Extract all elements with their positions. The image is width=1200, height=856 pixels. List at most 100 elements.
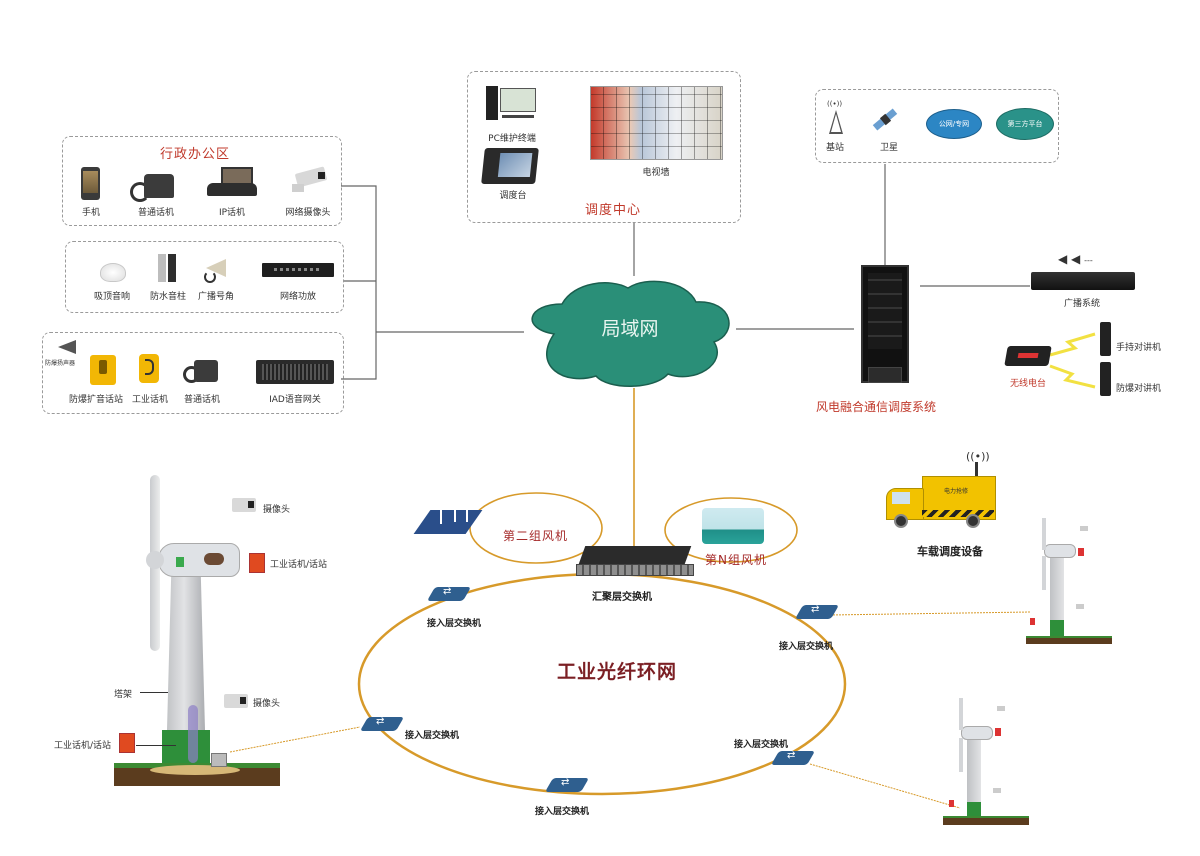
satellite-icon xyxy=(872,108,898,132)
ceiling-speaker-label: 吸顶音响 xyxy=(93,292,130,302)
tower-pointer-line xyxy=(140,692,168,693)
satellite-label: 卫星 xyxy=(879,143,898,153)
broadcast-host-icon xyxy=(1031,272,1135,290)
iad-gateway-label: IAD语音网关 xyxy=(269,395,321,405)
iad-gateway-icon xyxy=(256,360,334,384)
access-switch-icon-3[interactable] xyxy=(364,716,400,737)
access-switch-icon-5[interactable] xyxy=(549,777,585,798)
horn-speaker-label: 广播号角 xyxy=(197,292,234,302)
mobile-phone-label: 手机 xyxy=(81,208,100,218)
access-switch-label-1: 接入层交换机 xyxy=(427,619,482,629)
aggregation-switch-icon[interactable] xyxy=(576,546,694,580)
industrial-group-box xyxy=(42,332,344,414)
base-station-icon: ((•)) xyxy=(826,100,846,134)
broadcast-group-box xyxy=(65,241,344,313)
pc-terminal-label: PC维护终端 xyxy=(488,134,536,144)
waterproof-column-speaker-label: 防水音柱 xyxy=(149,292,186,302)
third-party-cloud-icon: 第三方平台 xyxy=(996,108,1054,140)
ip-phone-icon xyxy=(207,167,257,197)
access-switch-label-3: 接入层交换机 xyxy=(405,731,460,741)
left-turbine-link xyxy=(229,726,361,753)
explosion-proof-speaker-icon xyxy=(56,340,78,354)
group-two-label: 第二组风机 xyxy=(503,529,569,543)
right-turbine-link-1 xyxy=(829,611,1031,616)
admin-office-box xyxy=(62,136,342,226)
horn-speaker-icon xyxy=(202,255,228,283)
dispatch-console-icon xyxy=(481,148,539,184)
explosion-proof-radio-icon xyxy=(1100,362,1111,396)
admin-office-title: 行政办公区 xyxy=(160,147,231,162)
right-turbine-link-2 xyxy=(809,763,961,809)
radio-signal-2 xyxy=(1049,364,1096,389)
access-switch-icon-2[interactable] xyxy=(799,604,835,625)
turbine-bottom-phone-icon xyxy=(119,733,135,753)
desk-phone-icon xyxy=(130,172,176,202)
explosion-proof-speaker-label: 防爆扬声器 xyxy=(45,360,76,367)
network-camera-label: 网络摄像头 xyxy=(285,208,331,218)
turbine-top-phone-label: 工业话机/话站 xyxy=(270,560,328,570)
industrial-phone-icon xyxy=(139,354,159,383)
mobile-phone-icon xyxy=(81,167,100,200)
junction-box-icon xyxy=(211,753,227,767)
wind-turbine-small-2 xyxy=(943,694,1033,825)
dispatch-vehicle-icon: ((•)) 电力抢修 xyxy=(882,448,997,530)
desk-phone-label-2: 普通话机 xyxy=(183,395,220,405)
tower-label: 塔架 xyxy=(114,690,133,700)
access-switch-icon-4[interactable] xyxy=(775,750,811,771)
vehicle-body-text: 电力抢修 xyxy=(944,488,969,495)
lan-cloud-shape xyxy=(531,280,730,387)
handheld-radio-icon xyxy=(1100,322,1111,356)
dispatch-center-box xyxy=(467,71,741,223)
group-two-turbines-icon xyxy=(413,490,483,540)
radio-signal-1 xyxy=(1049,332,1096,357)
industrial-phone-label: 工业话机 xyxy=(131,395,168,405)
radio-station-label: 无线电台 xyxy=(1009,379,1046,389)
group-n-turbines-icon xyxy=(702,508,764,544)
explosion-proof-station-label: 防爆扩音话站 xyxy=(68,395,123,405)
group-two-ellipse xyxy=(469,492,603,564)
access-switch-icon-1[interactable] xyxy=(431,586,467,607)
dispatch-system-title: 风电融合通信调度系统 xyxy=(816,400,937,414)
vehicle-label: 车载调度设备 xyxy=(917,545,983,558)
turbine-bottom-camera-icon xyxy=(224,694,248,708)
public-network-cloud-icon: 公网/专网 xyxy=(926,109,982,139)
network-amplifier-icon xyxy=(262,263,334,277)
group-n-label: 第N组风机 xyxy=(705,553,767,567)
explosion-proof-station-icon xyxy=(90,355,116,385)
public-network-label: 公网/专网 xyxy=(938,120,970,128)
broadcast-speakers-icon: ◀ ◀ --- xyxy=(1058,252,1093,266)
desk-phone-icon-2 xyxy=(183,358,219,384)
network-camera-icon xyxy=(288,166,328,196)
aggregation-switch-label: 汇聚层交换机 xyxy=(592,592,652,603)
ceiling-speaker-icon xyxy=(100,263,126,282)
group-n-ellipse xyxy=(664,497,798,563)
video-wall-icon xyxy=(590,86,723,160)
explosion-proof-radio-label: 防爆对讲机 xyxy=(1116,384,1162,394)
access-switch-label-2: 接入层交换机 xyxy=(779,642,834,652)
broadcast-system-label: 广播系统 xyxy=(1063,299,1100,309)
third-party-label: 第三方平台 xyxy=(1007,120,1043,128)
desk-phone-label: 普通话机 xyxy=(137,208,174,218)
turbine-top-phone-icon xyxy=(249,553,265,573)
video-wall-label: 电视墙 xyxy=(642,168,670,178)
dispatch-console-label: 调度台 xyxy=(499,191,527,201)
access-switch-label-4: 接入层交换机 xyxy=(734,740,789,750)
handheld-radio-label: 手持对讲机 xyxy=(1116,343,1162,353)
lan-cloud: 局域网 xyxy=(524,276,736,388)
external-networks-box xyxy=(815,89,1059,163)
network-amplifier-label: 网络功放 xyxy=(279,292,316,302)
radio-station-icon xyxy=(1004,346,1052,366)
turbine-top-camera-label: 摄像头 xyxy=(263,505,291,515)
phone-pointer-line xyxy=(136,745,176,746)
lan-label: 局域网 xyxy=(601,318,659,340)
pc-terminal-icon xyxy=(486,86,536,122)
left-bracket-line xyxy=(341,185,377,380)
turbine-top-camera-icon xyxy=(232,498,256,512)
turbine-bottom-camera-label: 摄像头 xyxy=(253,699,281,709)
ring-title: 工业光纤环网 xyxy=(557,661,678,683)
dispatch-center-title: 调度中心 xyxy=(585,203,642,218)
waterproof-column-speaker-icon xyxy=(158,254,176,282)
wind-turbine-large xyxy=(110,475,280,787)
base-station-label: 基站 xyxy=(825,143,844,153)
server-cabinet-icon xyxy=(861,265,909,383)
